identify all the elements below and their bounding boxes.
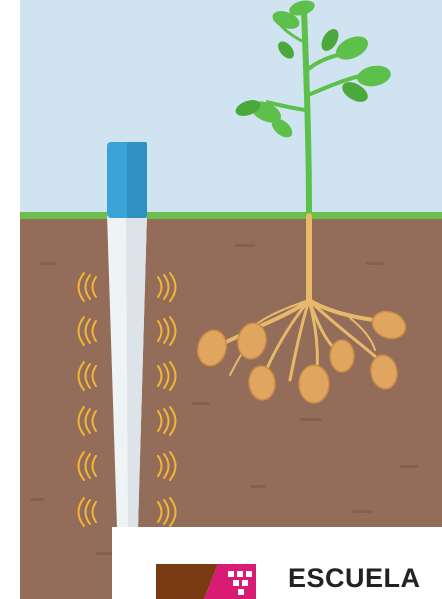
brand-name: ESCUELA (288, 563, 421, 594)
logo-icon (156, 564, 256, 599)
grass-line (20, 212, 442, 219)
brand-banner: ESCUELA (112, 527, 442, 599)
sky (20, 0, 442, 216)
